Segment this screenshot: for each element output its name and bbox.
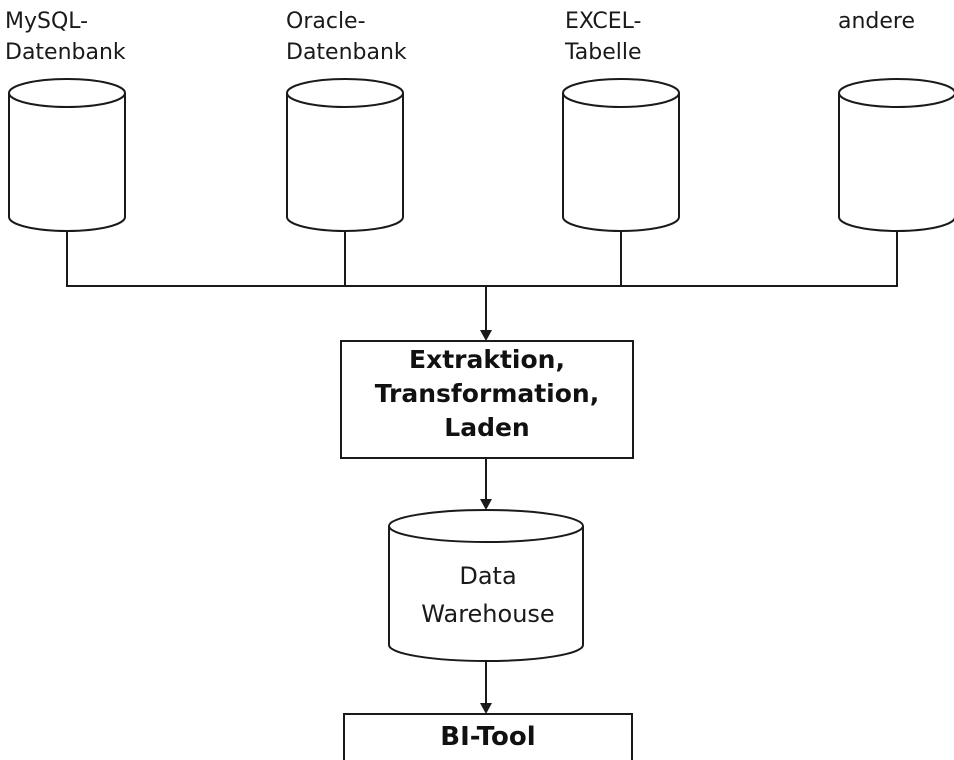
mysql-label: MySQL- Datenbank (5, 9, 126, 65)
other-label: andere (838, 9, 916, 34)
arrow-to-bi (480, 703, 492, 714)
bi-tool-box (343, 713, 633, 760)
mysql-cylinder (8, 78, 126, 232)
warehouse-label: Data Warehouse (421, 562, 555, 628)
etl-label: Extraktion, Transformation, Laden (374, 345, 600, 442)
oracle-label: Oracle- Datenbank (286, 9, 407, 65)
excel-label: EXCEL- Tabelle (565, 9, 642, 65)
other-cylinder (838, 78, 954, 232)
arrow-to-etl (480, 330, 492, 341)
bi-tool-label: BI-Tool (440, 722, 536, 752)
excel-cylinder (562, 78, 680, 232)
arrow-to-dw (480, 499, 492, 510)
source-connectors (66, 231, 898, 331)
oracle-cylinder (286, 78, 404, 232)
